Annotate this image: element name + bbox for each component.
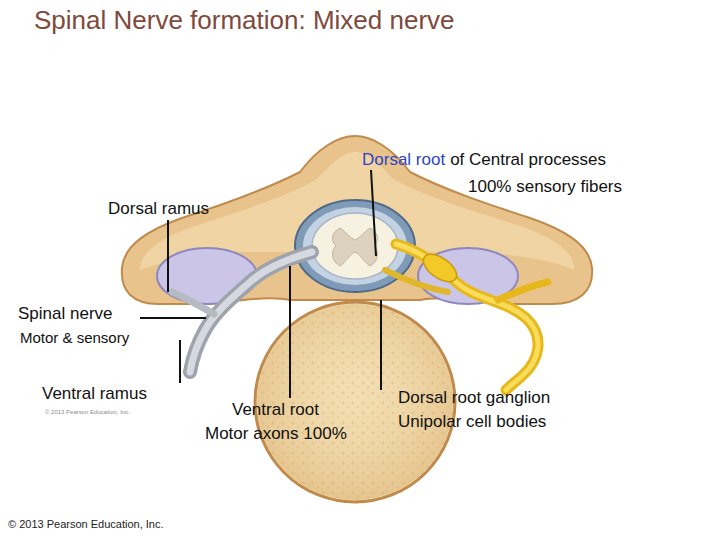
part-name: Spinal nerve <box>18 304 113 324</box>
gray-matter <box>333 228 378 266</box>
part-note: Motor axons 100% <box>205 424 347 444</box>
part-name: Dorsal ramus <box>108 199 209 219</box>
leader-line <box>179 340 181 383</box>
watermark: © 2013 Pearson Education, Inc. <box>45 409 130 416</box>
part-name: Ventral ramus <box>42 384 147 404</box>
leader-line <box>380 300 382 390</box>
part-note: Motor & sensory <box>20 329 129 346</box>
part-name: Dorsal root <box>362 150 445 170</box>
copyright-note: © 2013 Pearson Education, Inc. <box>8 518 163 531</box>
right-spinal-nerve-core <box>396 244 538 390</box>
part-note: of Central processes <box>450 150 606 170</box>
leader-line <box>371 170 376 256</box>
right-dorsal-ramus <box>498 282 548 300</box>
leader-line <box>289 266 291 398</box>
part-name: Ventral root <box>232 400 319 420</box>
leader-line <box>167 220 169 292</box>
diagram-title: Spinal Nerve formation: Mixed nerve <box>34 6 455 36</box>
right-spinal-nerve <box>396 244 538 390</box>
part-note: 100% sensory fibers <box>468 177 622 197</box>
dorsal-root-ganglion <box>419 249 462 287</box>
left-dorsal-ramus <box>172 292 214 314</box>
part-name: Dorsal root ganglion <box>398 388 550 408</box>
leader-line <box>140 317 206 319</box>
part-note: Unipolar cell bodies <box>398 412 546 432</box>
